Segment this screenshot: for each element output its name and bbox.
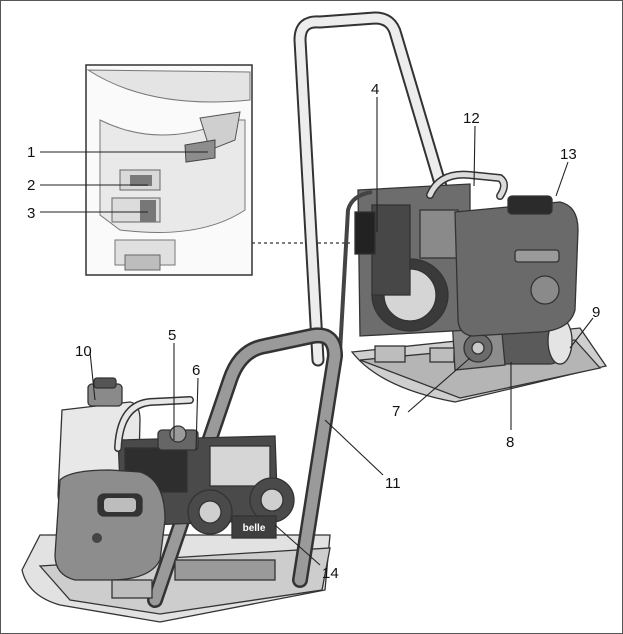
right-plate-compactor: [293, 11, 608, 403]
brand-logo: belle: [243, 523, 266, 534]
callout-6: 6: [192, 362, 200, 379]
callout-13: 13: [560, 146, 577, 163]
left-plate-compactor: belle: [21, 327, 343, 623]
callout-9: 9: [592, 304, 600, 321]
callout-8: 8: [506, 434, 514, 451]
callout-3: 3: [27, 205, 35, 222]
callout-11: 11: [385, 475, 401, 492]
callout-12: 12: [463, 110, 480, 127]
callout-2: 2: [27, 177, 35, 194]
callout-7: 7: [392, 403, 400, 420]
callout-14: 14: [322, 565, 339, 582]
callout-labels: 1 2 3 4 5 6 7 8 9 10 11 12 13 14: [27, 81, 600, 582]
callout-1: 1: [27, 144, 35, 161]
callout-4: 4: [371, 81, 379, 98]
leader-lines: [40, 97, 594, 566]
callout-5: 5: [168, 327, 176, 344]
inset-detail: [85, 64, 253, 276]
callout-10: 10: [75, 343, 92, 360]
